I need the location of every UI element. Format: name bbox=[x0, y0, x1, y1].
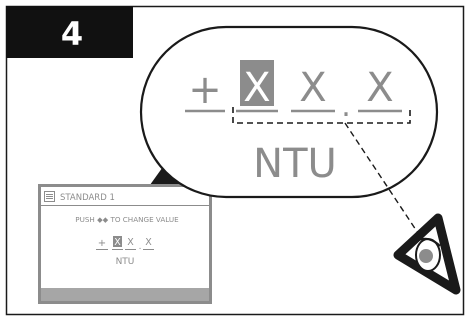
screen-status-bar bbox=[41, 288, 209, 301]
screen-decimal-point: . bbox=[139, 242, 142, 252]
screen-sign: + bbox=[98, 238, 106, 249]
callout-bubble bbox=[139, 25, 439, 199]
callout-digit-1: X bbox=[243, 65, 270, 111]
screen-digit-1: X bbox=[114, 237, 121, 248]
callout-decimal-point: . bbox=[341, 89, 351, 124]
screen-instruction: PUSH ◆◆ TO CHANGE VALUE bbox=[75, 215, 179, 224]
callout-sign: + bbox=[188, 67, 222, 113]
step-tab: 4 bbox=[6, 6, 133, 58]
instrument-screen: STANDARD 1 PUSH ◆◆ TO CHANGE VALUE + X X… bbox=[38, 184, 212, 304]
step-number: 4 bbox=[61, 15, 83, 53]
screen-digit-3: X bbox=[145, 237, 152, 248]
screen-digit-highlight bbox=[113, 236, 122, 247]
callout-digit-3: X bbox=[366, 65, 393, 111]
screen-frame bbox=[38, 184, 212, 304]
callout-unit: NTU bbox=[253, 141, 337, 187]
list-icon bbox=[44, 191, 55, 202]
eye-icon bbox=[393, 213, 461, 295]
callout-digit-highlight bbox=[240, 60, 274, 106]
screen-digit-2: X bbox=[127, 237, 134, 248]
screen-header: STANDARD 1 bbox=[60, 193, 115, 203]
step-tab-bg bbox=[6, 6, 133, 58]
sight-line bbox=[344, 122, 421, 237]
digit-bracket bbox=[232, 107, 411, 124]
screen-unit: NTU bbox=[116, 257, 135, 267]
callout-digit-2: X bbox=[299, 65, 326, 111]
callout-value: + X X . X NTU bbox=[185, 60, 411, 187]
